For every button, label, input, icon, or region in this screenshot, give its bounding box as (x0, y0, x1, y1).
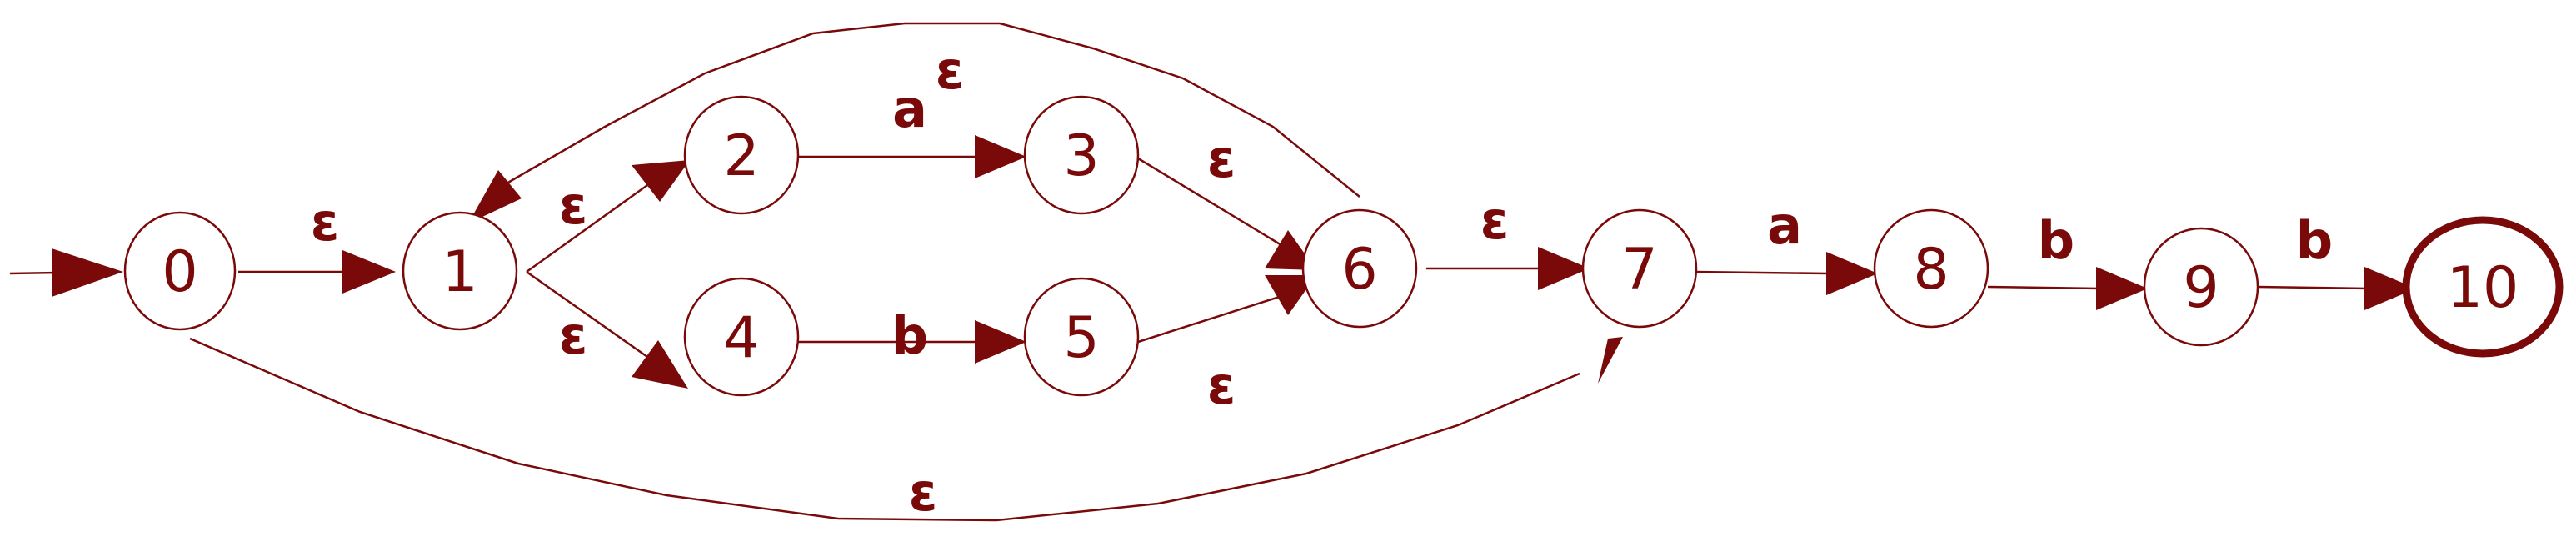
state-label-5: 5 (1063, 305, 1099, 371)
state-label-3: 3 (1063, 123, 1099, 189)
state-label-7: 7 (1621, 237, 1657, 303)
state-6: 6 (1301, 208, 1418, 329)
state-label-6: 6 (1341, 237, 1377, 303)
state-5: 5 (1023, 277, 1140, 397)
edge-label-1-4: ε (559, 305, 588, 366)
state-2: 2 (683, 95, 800, 215)
edge-0-7: ε (189, 337, 1623, 523)
edge-5-6: ε (1137, 275, 1316, 416)
state-label-8: 8 (1913, 237, 1949, 303)
state-0: 0 (123, 211, 237, 331)
state-8: 8 (1873, 208, 1989, 329)
edge-label-5-6: ε (1207, 355, 1236, 416)
edge-label-6-7: ε (1480, 190, 1510, 251)
state-label-9: 9 (2183, 255, 2219, 321)
state-label-1: 1 (442, 239, 477, 305)
edge-3-6: ε (1137, 128, 1316, 270)
edge-0-1: ε (238, 192, 396, 294)
edge-6-7: ε (1426, 190, 1590, 290)
edge-label-0-1: ε (311, 192, 340, 253)
edge-label-4-5: b (891, 305, 928, 366)
edge-label-9-10: b (2296, 210, 2333, 271)
edge-1-4: ε (526, 270, 688, 389)
start-arrow (9, 248, 123, 297)
edge-2-3: a (798, 78, 1026, 178)
state-10-accept: 10 (2402, 216, 2564, 358)
edge-label-7-8: a (1767, 195, 1802, 256)
edge-9-10: b (2257, 210, 2416, 310)
edge-label-1-2: ε (559, 175, 588, 236)
edge-label-3-6: ε (1207, 128, 1236, 189)
state-3: 3 (1023, 95, 1140, 215)
edge-label-6-1: ε (936, 40, 965, 101)
edge-4-5: b (798, 305, 1026, 366)
edge-label-2-3: a (892, 78, 927, 139)
edge-8-9: b (1987, 210, 2148, 310)
edge-1-2: ε (526, 160, 690, 273)
edge-6-1: ε (468, 22, 1360, 223)
edge-label-8-9: b (2038, 210, 2074, 271)
state-7: 7 (1581, 208, 1698, 329)
edge-7-8: a (1694, 195, 1878, 295)
state-4: 4 (683, 277, 800, 397)
state-label-2: 2 (723, 123, 759, 189)
state-label-0: 0 (162, 239, 197, 305)
edge-label-0-7: ε (909, 462, 938, 523)
state-1: 1 (402, 211, 518, 331)
state-label-10: 10 (2447, 255, 2519, 321)
state-label-4: 4 (723, 305, 759, 371)
state-9: 9 (2143, 227, 2259, 347)
